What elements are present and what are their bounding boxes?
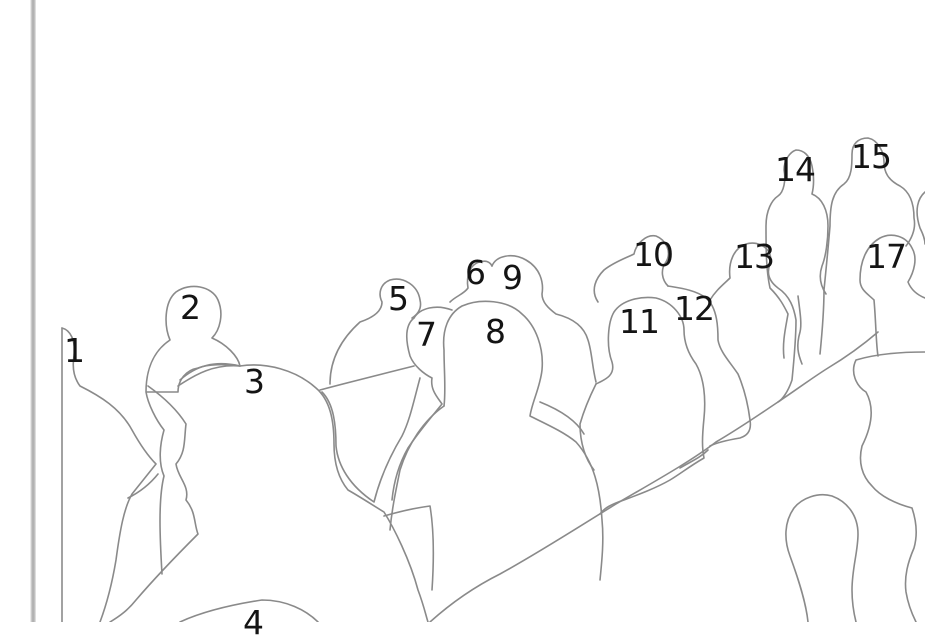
outline-figure-8 <box>444 301 603 580</box>
outline-figure-3 <box>110 386 198 622</box>
label-11: 11 <box>619 305 659 338</box>
outline-figure-3b <box>178 365 428 622</box>
label-5: 5 <box>388 282 408 315</box>
outline-figure-1 <box>62 328 156 622</box>
outline-figure-11b <box>580 384 596 470</box>
label-8: 8 <box>485 315 505 348</box>
outline-child <box>786 495 858 622</box>
label-14: 14 <box>775 153 815 186</box>
label-10: 10 <box>633 238 673 271</box>
label-13: 13 <box>734 240 774 273</box>
outline-figure-16 <box>917 192 925 244</box>
outline-figure-right <box>854 352 925 622</box>
label-17: 17 <box>866 240 906 273</box>
crowd-outline-drawing <box>0 0 925 622</box>
outline-railing <box>430 332 878 622</box>
outline-figure-14b <box>798 296 802 364</box>
label-6: 6 <box>465 256 485 289</box>
label-7: 7 <box>416 318 436 351</box>
outline-figure-5c <box>322 378 420 502</box>
label-4: 4 <box>243 606 263 639</box>
label-9: 9 <box>502 261 522 294</box>
label-12: 12 <box>674 292 714 325</box>
label-3: 3 <box>244 365 264 398</box>
label-1: 1 <box>64 334 84 367</box>
outline-figure-5b <box>320 366 414 390</box>
label-2: 2 <box>180 291 200 324</box>
outline-figure-8c <box>540 402 584 434</box>
label-15: 15 <box>851 140 891 173</box>
outline-figure-2 <box>146 286 240 574</box>
